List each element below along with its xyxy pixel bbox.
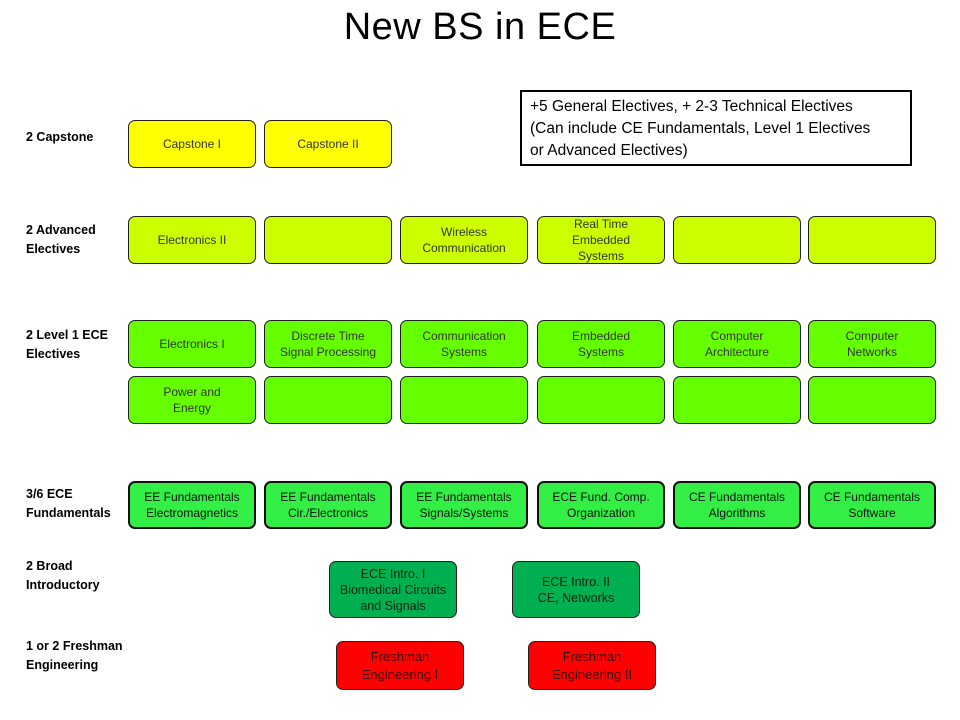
course-label-line: Software <box>848 506 896 520</box>
electives-note: +5 General Electives, + 2-3 Technical El… <box>520 90 912 166</box>
course-label-line: CE, Networks <box>537 590 615 605</box>
course-label-line: Organization <box>566 506 636 520</box>
course-label-line: Embedded <box>571 233 631 247</box>
course-label-line: Biomedical Circuits <box>339 582 447 597</box>
course-label-line: Capstone II <box>297 137 359 151</box>
row-label-capstone: 2 Capstone <box>26 130 94 144</box>
course-label-line: Systems <box>577 249 624 263</box>
advanced-course-box: Electronics II <box>128 216 256 264</box>
advanced-course-box <box>673 216 801 264</box>
advanced-course-box <box>264 216 392 264</box>
course-label-line: Electronics I <box>159 337 225 351</box>
course-label-line: Algorithms <box>708 506 766 520</box>
level1-bottom-course-box <box>537 376 665 424</box>
course-label-line: EE Fundamentals <box>416 490 512 504</box>
course-label-line: EE Fundamentals <box>144 490 240 504</box>
level1-bottom-course-box <box>264 376 392 424</box>
course-label-line: ECE Intro. I <box>360 566 426 581</box>
course-label-line: ECE Intro. II <box>541 574 611 589</box>
course-label-line: Networks <box>846 345 897 359</box>
capstone-course-box: Capstone II <box>264 120 392 168</box>
course-label-line: Energy <box>172 401 212 415</box>
course-label-line: Engineering I <box>361 666 439 682</box>
note-line: +5 General Electives, + 2-3 Technical El… <box>530 98 853 115</box>
course-label-line: Real Time <box>573 217 629 231</box>
course-label-line: Computer <box>845 329 899 343</box>
course-label-line: Cir./Electronics <box>287 506 369 520</box>
course-label-line: Engineering II <box>551 666 633 682</box>
course-label-line: Electronics II <box>157 233 227 247</box>
note-line: (Can include CE Fundamentals, Level 1 El… <box>530 120 871 137</box>
page-title: New BS in ECE <box>343 6 617 48</box>
course-label-line: Wireless <box>440 225 487 239</box>
course-label-line: EE Fundamentals <box>280 490 376 504</box>
course-label-line: Architecture <box>704 345 770 359</box>
course-label-line: Electromagnetics <box>145 506 239 520</box>
level1-bottom-course-box <box>808 376 936 424</box>
course-label-line: Communication <box>422 329 506 343</box>
course-label-line: Communication <box>422 241 506 255</box>
course-label-line: Embedded <box>571 329 631 343</box>
course-label-line: Systems <box>440 345 487 359</box>
capstone-course-box: Capstone I <box>128 120 256 168</box>
level1-bottom-course-box <box>673 376 801 424</box>
course-label-line: Computer <box>710 329 764 343</box>
course-label-line: Power and <box>163 385 221 399</box>
course-label-line: ECE Fund. Comp. <box>552 490 650 504</box>
level1-top-course-box: Electronics I <box>128 320 256 368</box>
course-label-line: Capstone I <box>162 137 222 151</box>
advanced-course-box <box>808 216 936 264</box>
course-label-line: Signals/Systems <box>419 506 509 520</box>
row-label-level1: 2 Level 1 ECE Electives <box>26 328 108 361</box>
course-label-line: Systems <box>577 345 624 359</box>
level1-bottom-course-box <box>400 376 528 424</box>
course-label-line: Discrete Time <box>291 329 365 343</box>
course-label-line: Freshman <box>562 648 622 664</box>
course-label-line: and Signals <box>360 598 426 613</box>
row-label-introductory: 2 Broad Introductory <box>26 559 100 592</box>
row-label-advanced: 2 Advanced Electives <box>26 223 96 256</box>
course-label-line: Freshman <box>370 648 430 664</box>
course-label-line: CE Fundamentals <box>823 490 921 504</box>
course-label-line: Signal Processing <box>279 345 377 359</box>
note-line: or Advanced Electives) <box>530 142 688 159</box>
fundamentals-course-box: ECE Fund. Comp. Organization <box>537 481 665 529</box>
row-label-freshman: 1 or 2 Freshman Engineering <box>26 639 123 672</box>
row-label-fundamentals: 3/6 ECE Fundamentals <box>26 487 111 520</box>
course-label-line: CE Fundamentals <box>688 490 786 504</box>
